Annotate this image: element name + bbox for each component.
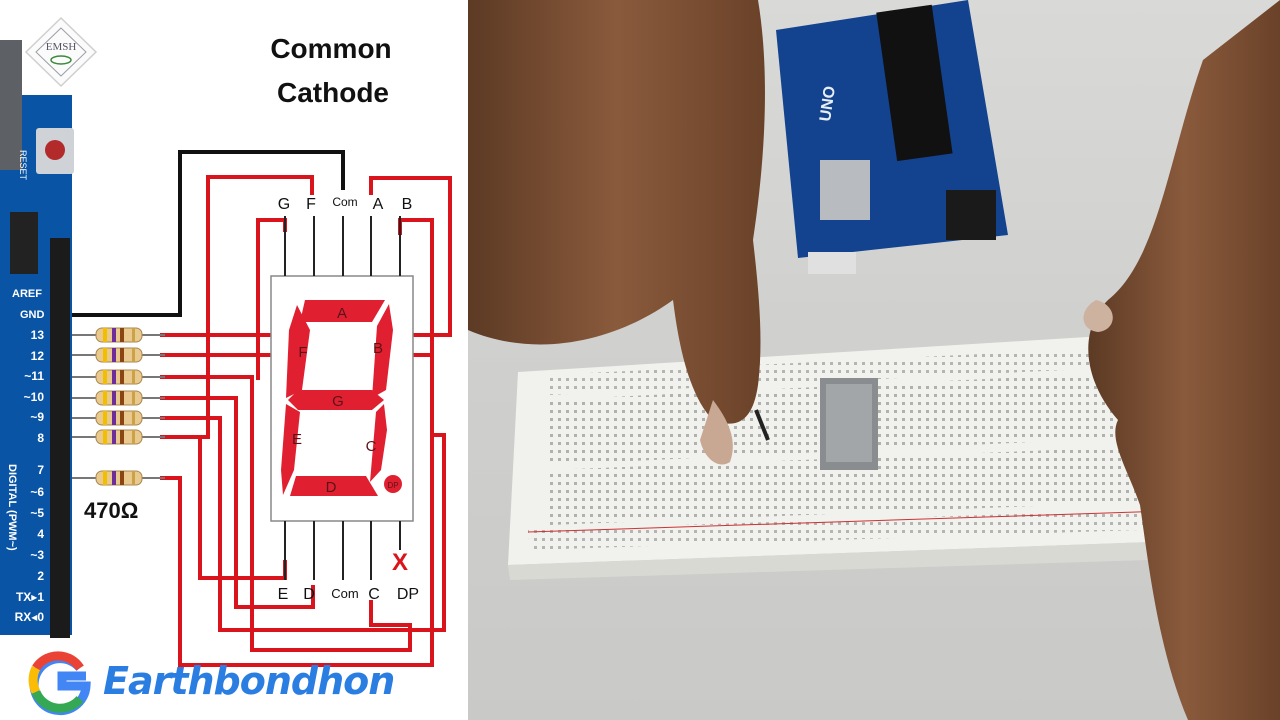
display-pins bbox=[284, 216, 401, 580]
arduino-pin-labels: 13 12 ~11 ~10 ~9 8 7 ~6 ~5 4 ~3 2TX▸1RX◂0 bbox=[15, 328, 45, 624]
arduino-pin-label: ~5 bbox=[30, 506, 44, 520]
svg-text:DP: DP bbox=[397, 586, 419, 603]
resistor bbox=[72, 327, 165, 343]
svg-text:G: G bbox=[56, 679, 57, 681]
photo-usb-port bbox=[820, 160, 870, 220]
wire-10-d bbox=[160, 396, 315, 609]
photo-power-jack bbox=[946, 190, 996, 240]
icsp-header bbox=[10, 212, 38, 274]
arduino-pin-label: 7 bbox=[37, 463, 44, 477]
arduino-pin-label: 4 bbox=[37, 527, 44, 541]
segment-d bbox=[290, 476, 378, 496]
svg-text:E: E bbox=[292, 431, 302, 448]
photo-hands bbox=[468, 0, 1280, 720]
svg-text:G: G bbox=[278, 196, 290, 213]
wire-11-c bbox=[160, 375, 412, 652]
segments bbox=[281, 300, 402, 496]
svg-text:C: C bbox=[366, 438, 377, 455]
photo-scene: UNO bbox=[468, 0, 1280, 720]
title-common: Common bbox=[270, 33, 391, 64]
svg-text:A: A bbox=[337, 305, 347, 322]
resistor bbox=[72, 470, 165, 486]
resistor bbox=[72, 429, 165, 445]
arduino-pin-label: ~3 bbox=[30, 548, 44, 562]
arduino-pin-label: ~11 bbox=[24, 369, 44, 383]
bottom-pin-labels: E D Com C DP bbox=[278, 586, 419, 603]
arduino-pin-label: TX▸1 bbox=[16, 590, 44, 604]
svg-text:A: A bbox=[373, 196, 384, 213]
svg-text:D: D bbox=[303, 586, 315, 603]
svg-text:D: D bbox=[326, 479, 337, 496]
top-pin-labels: G F Com A B bbox=[278, 195, 413, 213]
svg-text:E: E bbox=[278, 586, 289, 603]
resistor bbox=[72, 369, 165, 385]
svg-text:EMSH: EMSH bbox=[46, 41, 77, 53]
resistor bbox=[72, 410, 165, 426]
photo-probe bbox=[754, 409, 770, 441]
segment-e bbox=[281, 404, 300, 495]
arduino-pin-label: RX◂0 bbox=[15, 610, 45, 624]
svg-text:B: B bbox=[373, 340, 383, 357]
aref-label: AREF bbox=[12, 288, 42, 300]
resistors bbox=[72, 327, 165, 486]
wire-8-f bbox=[160, 175, 314, 439]
brand-name: Earthbondhon bbox=[103, 659, 394, 703]
usb-connector bbox=[0, 40, 22, 170]
svg-text:Com: Com bbox=[332, 195, 357, 209]
dp-unused-mark: X bbox=[392, 549, 408, 576]
breadboard-photo: UNO bbox=[468, 0, 1280, 720]
google-g-logo: G bbox=[28, 651, 91, 716]
arduino-pin-label: 2 bbox=[37, 569, 44, 583]
svg-text:F: F bbox=[306, 196, 316, 213]
gnd-label: GND bbox=[20, 309, 45, 321]
arduino-pin-label: ~6 bbox=[30, 485, 44, 499]
resistor bbox=[72, 347, 165, 363]
photo-arduino-board: UNO bbox=[776, 0, 1008, 274]
segment-f bbox=[286, 305, 310, 398]
segment-b bbox=[372, 304, 393, 398]
segment-c bbox=[370, 404, 387, 482]
title-cathode: Cathode bbox=[277, 77, 389, 108]
segment-letters: A F B G E C D DP bbox=[292, 305, 399, 496]
svg-text:DP: DP bbox=[387, 481, 398, 490]
arduino-pin-label: ~9 bbox=[30, 410, 44, 424]
arduino-pin-label: 13 bbox=[31, 328, 45, 342]
segment-g bbox=[288, 390, 384, 410]
segment-a bbox=[300, 300, 385, 322]
gnd-wire bbox=[72, 150, 345, 317]
resistor-label: 470Ω bbox=[84, 498, 138, 523]
wire-7-g bbox=[160, 220, 434, 667]
arduino-pin-label: ~10 bbox=[24, 390, 45, 404]
arduino-pin-label: 12 bbox=[31, 349, 45, 363]
resistor bbox=[72, 390, 165, 406]
svg-text:UNO: UNO bbox=[817, 85, 839, 123]
svg-text:B: B bbox=[402, 196, 413, 213]
reset-label: RESET bbox=[18, 150, 28, 181]
arduino-board: RESET AREF GND 13 12 ~11 ~10 ~9 8 7 ~6 ~5 4 ~3 2TX▸… bbox=[0, 40, 74, 638]
svg-text:C: C bbox=[368, 586, 380, 603]
emsh-logo: EMSH bbox=[24, 16, 98, 88]
svg-text:F: F bbox=[298, 344, 307, 361]
wiring-diagram: RESET AREF GND 13 12 ~11 ~10 ~9 8 7 ~6 ~5 4 ~3 2TX▸… bbox=[0, 16, 452, 716]
segment-dp bbox=[384, 475, 402, 493]
svg-text:Com: Com bbox=[331, 586, 358, 601]
arduino-pin-label: 8 bbox=[37, 431, 44, 445]
svg-text:G: G bbox=[332, 393, 344, 410]
digital-label: DIGITAL (PWM~) bbox=[6, 464, 18, 551]
digital-header bbox=[50, 238, 70, 638]
